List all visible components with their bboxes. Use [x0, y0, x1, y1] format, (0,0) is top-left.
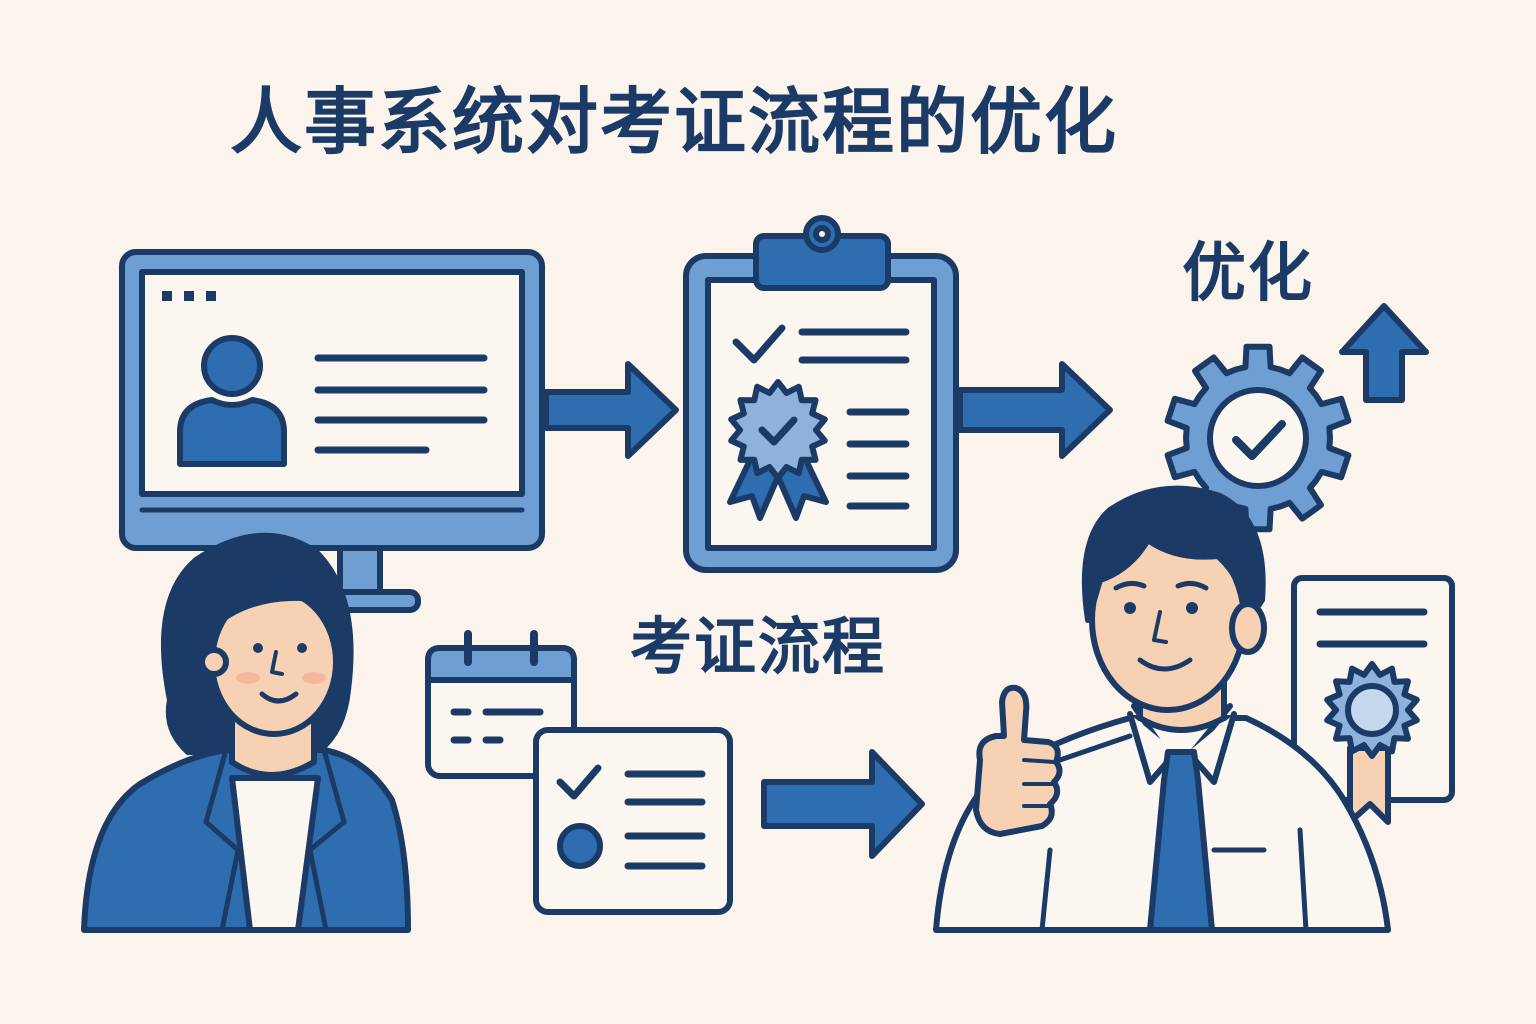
- gear-check-icon: [1164, 343, 1352, 533]
- right-arrow-icon: [761, 749, 925, 859]
- optimization-label: 优化: [1182, 237, 1314, 311]
- woman-figure: [81, 532, 411, 933]
- thumbs-up-icon: [973, 684, 1063, 837]
- certificate-badge-icon: [727, 379, 829, 521]
- right-arrow-icon: [543, 361, 679, 459]
- man-figure: [933, 485, 1391, 933]
- certificate-document-icon: [1291, 575, 1455, 825]
- right-arrow-icon: [957, 361, 1113, 459]
- exam-process-label: 考证流程: [630, 610, 887, 683]
- computer-monitor-icon: [119, 249, 545, 613]
- user-profile-icon: [177, 335, 287, 467]
- clipboard-icon: [683, 215, 959, 573]
- checklist-icon: [533, 727, 733, 915]
- page-title: 人事系统对考证流程的优化: [230, 80, 1119, 164]
- up-arrow-icon: [1339, 303, 1429, 403]
